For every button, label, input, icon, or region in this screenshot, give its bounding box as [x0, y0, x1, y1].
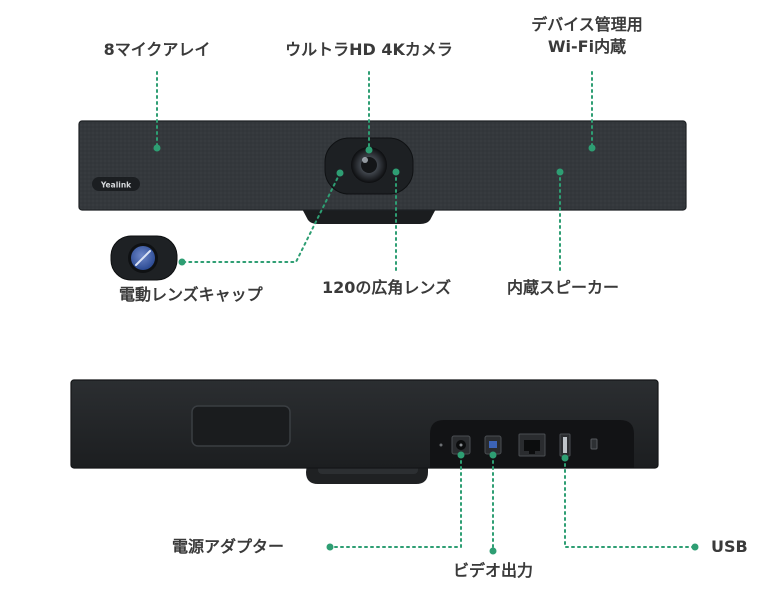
lens-highlight — [362, 157, 368, 163]
label-usb: USB — [711, 537, 748, 556]
rear-handle-slot — [191, 405, 291, 447]
label-wifi-line1: デバイス管理用 — [531, 15, 643, 34]
label-lens-cap: 電動レンズキャップ — [119, 285, 263, 304]
label-video-out: ビデオ出力 — [452, 561, 534, 580]
brand-logo: Yealink — [100, 181, 132, 190]
label-mic-array: 8マイクアレイ — [103, 40, 211, 59]
front-device: Yealink — [78, 120, 687, 224]
label-camera: ウルトラHD 4Kカメラ — [285, 40, 453, 59]
label-wifi-line2: Wi-Fi内蔵 — [547, 37, 627, 56]
security-slot — [590, 438, 598, 450]
leader-lens-cap — [181, 172, 341, 263]
leader-power — [329, 454, 462, 548]
leader-usb — [564, 457, 696, 548]
label-wide-lens: 120の広角レンズ — [322, 278, 452, 297]
logo-plate — [92, 177, 140, 191]
label-wifi: デバイス管理用 Wi-Fi内蔵 — [531, 14, 643, 58]
reset-pinhole — [439, 443, 443, 447]
leader-dots — [153, 144, 699, 555]
leader-lines — [156, 71, 696, 552]
rear-device — [70, 379, 659, 484]
label-speaker: 内蔵スピーカー — [507, 278, 620, 297]
lens-cap-thumbnail — [110, 235, 178, 281]
label-power: 電源アダプター — [172, 537, 285, 556]
